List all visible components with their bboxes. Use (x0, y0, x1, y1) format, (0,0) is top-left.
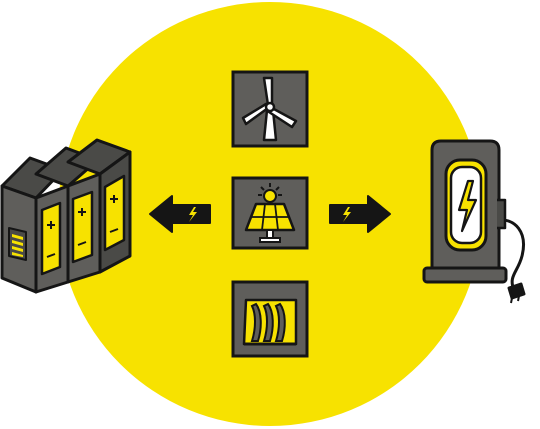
arrow-left-lightning-icon (149, 195, 211, 233)
ev-charging-station-icon (422, 139, 526, 304)
battery-storage-icon (0, 138, 132, 294)
solar-panel-icon (231, 176, 309, 250)
wind-turbine-icon (231, 70, 309, 148)
arrow-right-lightning-icon (329, 195, 391, 233)
hydro-dam-icon (231, 280, 309, 358)
